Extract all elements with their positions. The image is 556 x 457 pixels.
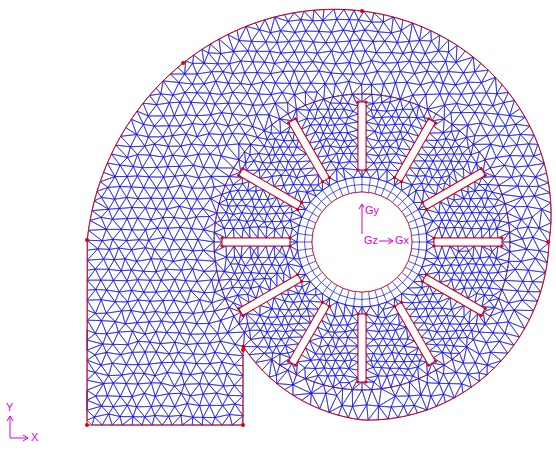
- impeller-interface: [214, 94, 510, 390]
- axis-label: X: [30, 431, 39, 443]
- blade: [239, 275, 302, 316]
- hub-circle: [312, 192, 412, 292]
- blade: [422, 275, 485, 316]
- blade: [395, 302, 436, 365]
- blade: [358, 314, 366, 382]
- blade: [434, 238, 502, 246]
- blade: [239, 169, 302, 210]
- axis-label: Gz: [363, 234, 379, 246]
- blade: [395, 119, 436, 182]
- blade: [422, 169, 485, 210]
- axis-label: Gx: [394, 234, 410, 246]
- blade: [289, 119, 330, 182]
- blade: [289, 302, 330, 365]
- axis-label: Y: [5, 401, 14, 413]
- axis-arrows: [7, 204, 393, 441]
- blades: [220, 100, 503, 383]
- axis-label: Gy: [364, 204, 380, 216]
- volute-outline: [87, 9, 551, 425]
- vertex-markers: [85, 9, 550, 427]
- triangle-mesh: [87, 9, 551, 425]
- hub-ring-mesh: [297, 177, 427, 307]
- blade: [358, 102, 366, 170]
- blade: [222, 238, 290, 246]
